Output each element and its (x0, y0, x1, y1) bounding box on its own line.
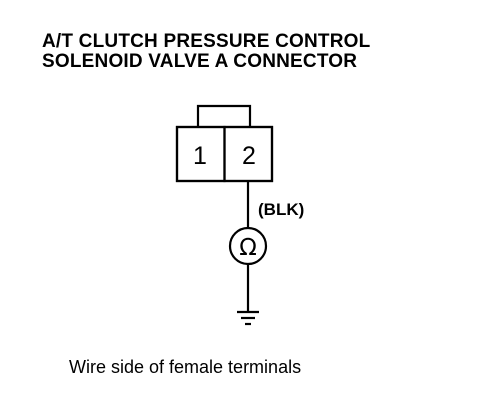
terminal-2-label: 2 (242, 142, 256, 170)
ohmmeter-icon: Ω (228, 226, 268, 266)
connector (175, 104, 274, 183)
terminal-1-label: 1 (193, 142, 207, 170)
connector-lock-tab (196, 104, 252, 127)
title-line-1: A/T CLUTCH PRESSURE CONTROL (42, 31, 371, 52)
title-line-2: SOLENOID VALVE A CONNECTOR (42, 51, 358, 72)
caption: Wire side of female terminals (69, 357, 302, 377)
wire-color-label: (BLK) (258, 200, 304, 219)
diagram-title: A/T CLUTCH PRESSURE CONTROL SOLENOID VAL… (42, 32, 370, 72)
ground-icon (237, 310, 259, 326)
ohm-symbol: Ω (239, 235, 257, 261)
